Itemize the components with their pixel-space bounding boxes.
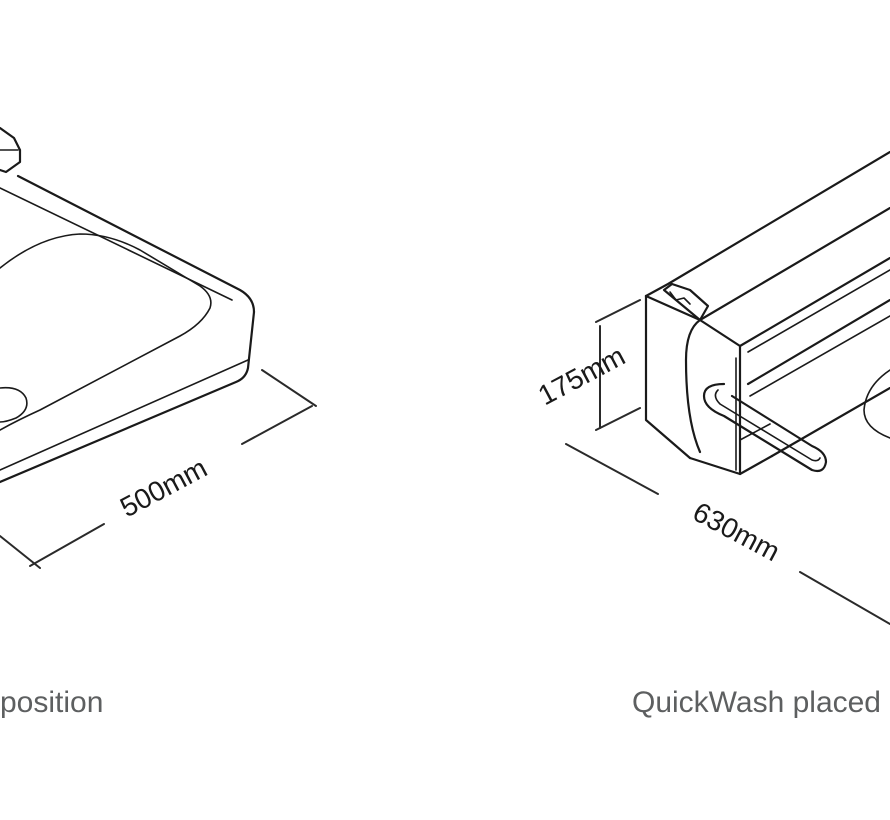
right-quickwash-drawing bbox=[644, 150, 890, 476]
left-back-block bbox=[0, 126, 22, 174]
left-drain bbox=[0, 386, 28, 423]
left-basin-rim bbox=[16, 174, 256, 314]
right-height-dimension: 175mm bbox=[533, 299, 641, 431]
left-basin-front bbox=[0, 310, 256, 484]
left-basin-drawing bbox=[0, 126, 256, 484]
right-top-back-edge bbox=[644, 150, 890, 298]
right-width-label: 630mm bbox=[688, 496, 785, 567]
right-towel-rail bbox=[702, 382, 828, 473]
right-height-label: 175mm bbox=[533, 340, 630, 411]
right-basin-bowl bbox=[863, 369, 890, 439]
right-side-face bbox=[644, 294, 692, 460]
left-width-label: 500mm bbox=[115, 452, 212, 523]
right-hinge bbox=[662, 282, 710, 322]
left-basin-bowl bbox=[0, 233, 212, 431]
left-caption: position bbox=[0, 686, 103, 719]
right-caption: QuickWash placed bbox=[632, 686, 881, 719]
